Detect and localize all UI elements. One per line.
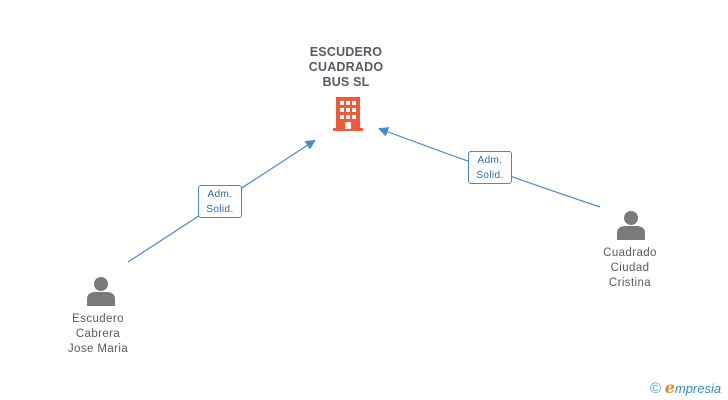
role-badge: Adm. Solid. [198,185,242,218]
person-name-line: Jose Maria [67,343,129,355]
company-name[interactable]: ESCUDERO CUADRADO BUS SL [286,45,406,90]
person-name-line: Cuadrado [603,247,657,259]
role-badge: Adm. Solid. [468,151,512,184]
person-name-line: Escudero [72,313,124,325]
person-name-line: Cabrera [75,328,121,340]
company-name-line: CUADRADO [308,60,384,74]
building-icon[interactable] [333,97,363,131]
role-label-line: Adm. [477,155,503,166]
copyright-symbol: © [650,380,662,397]
company-name-line: ESCUDERO [309,45,383,59]
role-label-line: Solid. [206,204,234,215]
empresia-brand: mpresia [674,381,722,396]
person-name-line: Cristina [608,277,652,289]
company-name-line: BUS SL [322,75,370,89]
role-label-line: Adm. [207,189,233,200]
person-name-escudero[interactable]: Escudero Cabrera Jose Maria [38,312,158,357]
person-icon[interactable] [616,210,646,240]
person-name-cuadrado[interactable]: Cuadrado Ciudad Cristina [570,246,690,291]
role-label-line: Solid. [476,170,504,181]
empresia-watermark: © empresia [650,378,721,398]
empresia-logo-letter: e [664,378,675,397]
person-name-line: Ciudad [610,262,650,274]
person-icon[interactable] [86,276,116,306]
